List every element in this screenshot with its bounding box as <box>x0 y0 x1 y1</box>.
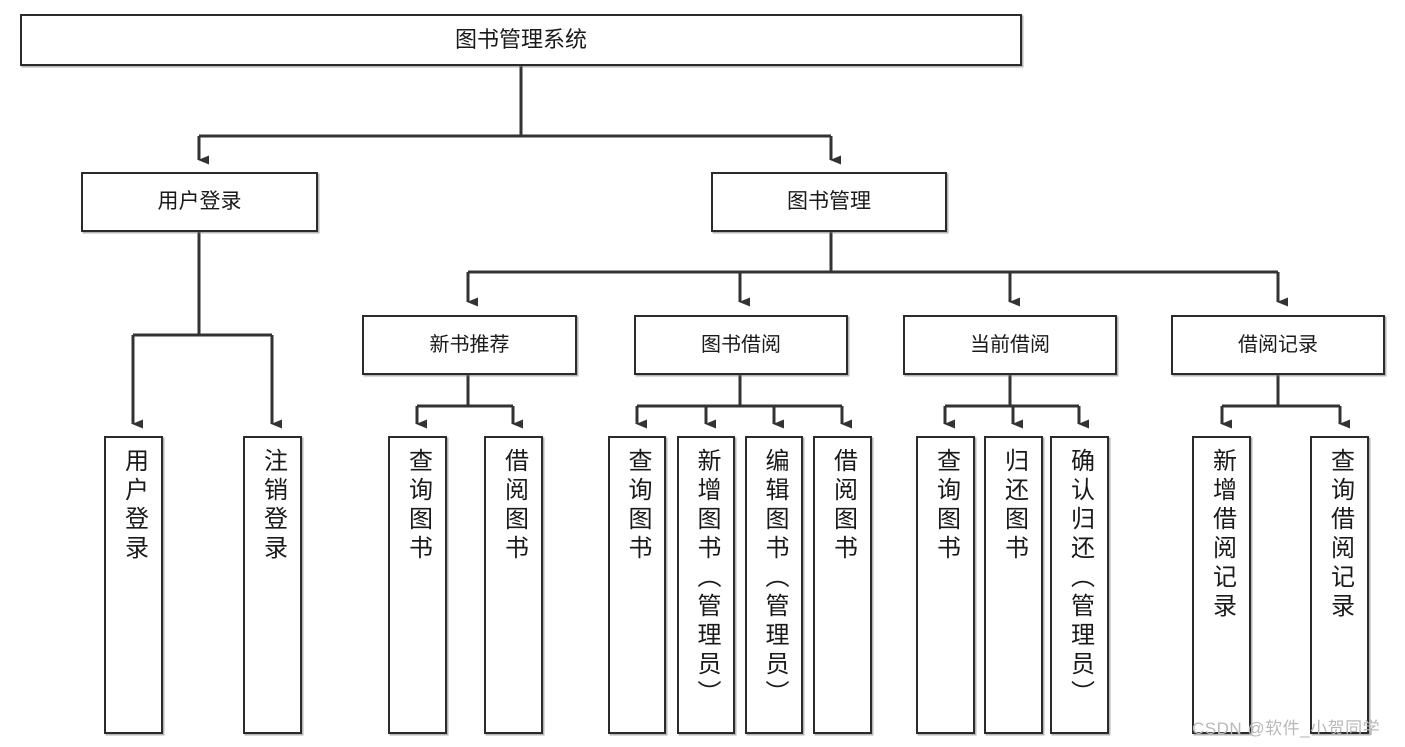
node-leaf-return-book[interactable]: 归还图书 <box>984 436 1043 734</box>
node-leaf-query-book-2[interactable]: 查询图书 <box>608 436 666 734</box>
node-label: 注销登录 <box>259 448 287 564</box>
node-leaf-add-book-admin[interactable]: 新增图书（管理员） <box>677 436 735 734</box>
node-leaf-borrow-book-1[interactable]: 借阅图书 <box>484 436 543 734</box>
node-label: 确认归还（管理员） <box>1066 448 1094 709</box>
node-label: 用户登录 <box>120 448 148 564</box>
csdn-watermark: CSDN @软件_小贺同学 <box>1192 719 1381 738</box>
node-label: 查询借阅记录 <box>1326 448 1354 622</box>
node-label: 新增图书（管理员） <box>693 448 720 709</box>
node-label: 编辑图书（管理员） <box>761 448 788 709</box>
node-new-book-recommend[interactable]: 新书推荐 <box>362 315 577 375</box>
node-label: 借阅记录 <box>1238 333 1318 356</box>
node-leaf-user-login[interactable]: 用户登录 <box>104 436 163 734</box>
node-label: 图书管理系统 <box>454 27 587 53</box>
node-root-book-management-system[interactable]: 图书管理系统 <box>20 14 1022 66</box>
node-label: 查询图书 <box>404 448 432 564</box>
node-label: 用户登录 <box>157 189 242 213</box>
node-leaf-query-book-3[interactable]: 查询图书 <box>916 436 975 734</box>
node-label: 查询图书 <box>624 448 651 564</box>
node-label: 新增借阅记录 <box>1208 448 1236 622</box>
node-leaf-borrow-book-2[interactable]: 借阅图书 <box>813 436 872 734</box>
node-label: 借阅图书 <box>829 448 857 564</box>
node-leaf-add-borrow-record[interactable]: 新增借阅记录 <box>1192 436 1251 734</box>
node-label: 借阅图书 <box>500 448 528 564</box>
node-current-borrow[interactable]: 当前借阅 <box>903 315 1117 375</box>
node-label: 查询图书 <box>932 448 960 564</box>
node-label: 当前借阅 <box>970 333 1050 356</box>
node-leaf-edit-book-admin[interactable]: 编辑图书（管理员） <box>745 436 803 734</box>
node-leaf-query-book-1[interactable]: 查询图书 <box>388 436 447 734</box>
node-user-login[interactable]: 用户登录 <box>81 172 318 232</box>
node-leaf-confirm-return-admin[interactable]: 确认归还（管理员） <box>1050 436 1109 734</box>
node-leaf-user-logout[interactable]: 注销登录 <box>243 436 302 734</box>
node-label: 图书借阅 <box>701 333 781 356</box>
node-book-management[interactable]: 图书管理 <box>711 172 947 232</box>
node-label: 图书管理 <box>787 189 871 213</box>
node-leaf-query-borrow-record[interactable]: 查询借阅记录 <box>1310 436 1369 734</box>
node-borrow-records[interactable]: 借阅记录 <box>1171 315 1385 375</box>
node-book-borrow[interactable]: 图书借阅 <box>634 315 848 375</box>
node-label: 归还图书 <box>1000 448 1028 564</box>
node-label: 新书推荐 <box>429 333 510 356</box>
